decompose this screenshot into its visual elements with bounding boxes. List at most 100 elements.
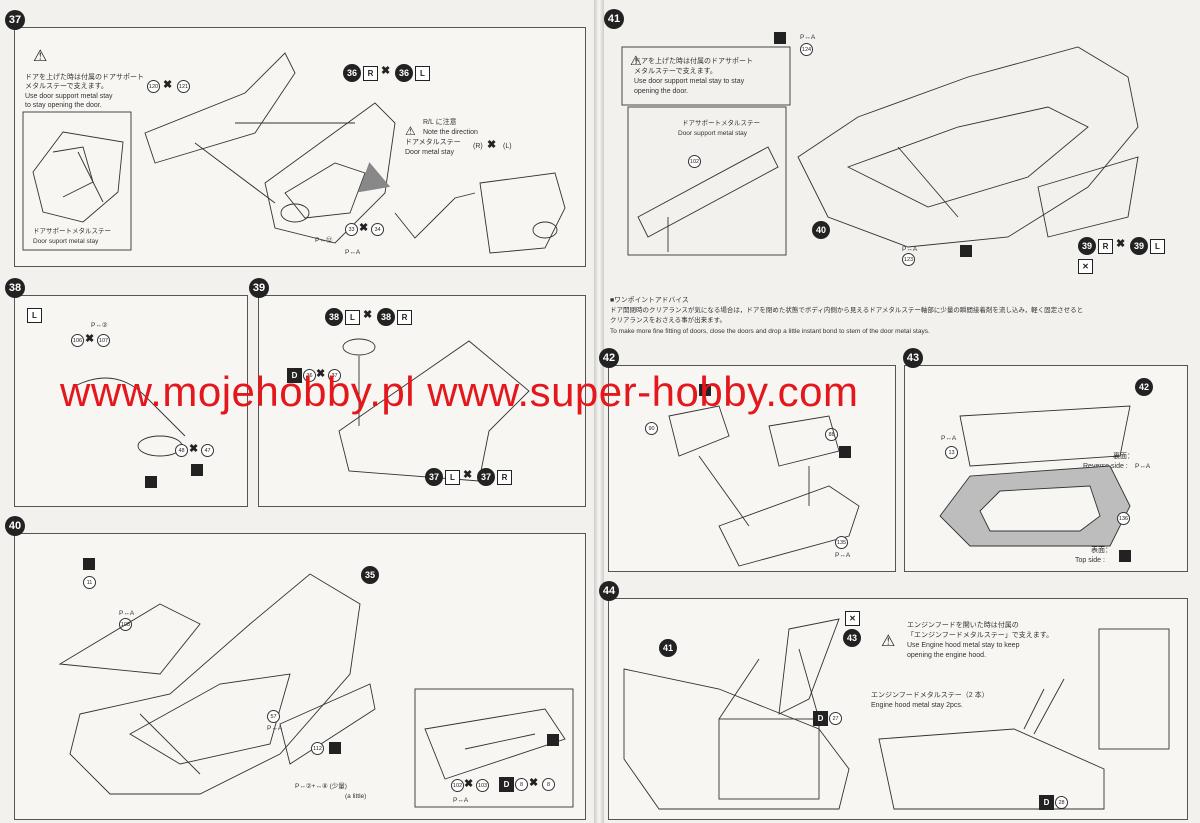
step-37-rl-note-jp: R/L に注意 bbox=[423, 119, 457, 126]
step-43-top-en: Top side : bbox=[1075, 557, 1105, 564]
part-d28: 28 bbox=[1055, 796, 1068, 809]
paint-pa2-40: P↔A bbox=[267, 725, 283, 732]
step-44-no-glue-icon: ✕ bbox=[845, 611, 860, 626]
step-40-glue-icon-3 bbox=[547, 734, 559, 746]
step-39-drawing bbox=[338, 338, 530, 482]
warning-icon-41: ⚠ bbox=[630, 53, 642, 68]
warning-icon-2: ⚠ bbox=[405, 124, 416, 138]
step-37-door-drawing bbox=[144, 52, 396, 244]
step-38-x-icon-2: ✖ bbox=[189, 443, 199, 455]
step-44-stay-jp: エンジンフードメタルステー（2 本） bbox=[871, 692, 989, 699]
step-44-stay-en: Engine hood metal stay 2pcs. bbox=[871, 702, 963, 709]
step-44-panel: 44 ✕ 43 41 ⚠ エンジンフードを開いた時は付属の 「エンジンフードメタ… bbox=[599, 581, 1188, 820]
step-41-panel: 41 ⚠ ドアを上げた時は付属のドアサポート メタルステーで支えます。 Use … bbox=[604, 9, 1186, 274]
paint-pa: P↔A bbox=[345, 249, 361, 256]
part-36-right: 36 bbox=[343, 64, 361, 82]
part-34: 34 bbox=[371, 223, 384, 236]
label-r-39: R bbox=[397, 310, 412, 325]
step-42-panel: 42 90 88 135 P↔A bbox=[599, 348, 896, 572]
part-38-left: 38 bbox=[325, 308, 343, 326]
label-d-39: D bbox=[287, 368, 302, 383]
step-41-warning-frame bbox=[621, 46, 791, 106]
step-41-inset bbox=[627, 106, 787, 256]
step-41-warning-jp: ドアを上げた時は付属のドアサポート bbox=[634, 58, 753, 65]
part-103: 103 bbox=[476, 779, 489, 792]
step-39-panel: 39 38 L ✖ 38 R D 36 ✖ 37 37 L ✖ 37 R bbox=[249, 278, 586, 507]
paint-p2: P↔② bbox=[91, 322, 108, 329]
step-37-stay-drawing bbox=[394, 172, 566, 254]
step-40-number: 40 bbox=[5, 516, 25, 536]
part-d27: 27 bbox=[829, 712, 842, 725]
step-37-inset-jp: ドアサポートメタルステー bbox=[33, 228, 111, 235]
part-102-41: 102 bbox=[688, 155, 701, 168]
label-l-41: L bbox=[1150, 239, 1165, 254]
part-33: 33 bbox=[345, 223, 358, 236]
step-41-warning-en: Use door support metal stay to stay bbox=[634, 78, 745, 85]
step-40-glue-icon-2 bbox=[329, 742, 341, 754]
part-x8: 8 bbox=[542, 778, 555, 791]
label-l-39: L bbox=[345, 310, 360, 325]
step-44-rear-drawing bbox=[878, 628, 1170, 810]
step-37-number: 37 bbox=[5, 10, 25, 30]
step-40-panel: 40 11 P↔A 108 35 57 P↔A 112 P↔②+↔⑧ (少量) … bbox=[5, 516, 586, 820]
label-d-44b: D bbox=[1039, 795, 1054, 810]
step-40-glue-icon bbox=[83, 558, 95, 570]
step-44-warning-jp: エンジンフードを開いた時は付属の bbox=[907, 622, 1019, 629]
part-11: 11 bbox=[83, 576, 96, 589]
step-43-number: 43 bbox=[903, 348, 923, 368]
step-41-tip-en: To make more fine fitting of doors, clos… bbox=[610, 328, 930, 335]
part-36-left: 36 bbox=[395, 64, 413, 82]
part-102: 102 bbox=[451, 779, 464, 792]
step-41-tip-jp1: ドア開閉時のクリアランスが気になる場合は，ドアを閉めた状態でボディ内側から見える… bbox=[610, 307, 1084, 314]
step-43-drawing bbox=[939, 405, 1131, 547]
step-38-glue-icon-2 bbox=[145, 476, 157, 488]
label-l-39b: L bbox=[445, 470, 460, 485]
paint-pa3-40: P↔A bbox=[453, 797, 469, 804]
paint-pa-42: P↔A bbox=[835, 552, 851, 559]
step-39-x-icon-2: ✖ bbox=[316, 368, 326, 380]
part-120: 120 bbox=[147, 80, 160, 93]
step-38-x-icon: ✖ bbox=[85, 333, 95, 345]
step-37-stay-r: (R) bbox=[473, 143, 483, 150]
part-39-right: 39 bbox=[1078, 237, 1096, 255]
part-47: 47 bbox=[201, 444, 214, 457]
step-38-number: 38 bbox=[5, 278, 25, 298]
part-123: 123 bbox=[902, 253, 915, 266]
warning-icon: ⚠ bbox=[33, 48, 48, 65]
step-41-x-icon: ✖ bbox=[1116, 238, 1126, 250]
part-35: 35 bbox=[361, 566, 379, 584]
part-112: 112 bbox=[311, 742, 324, 755]
label-r-39b: R bbox=[497, 470, 512, 485]
label-d-44a: D bbox=[813, 711, 828, 726]
part-106: 106 bbox=[71, 334, 84, 347]
step-41-tip-title: ■ワンポイントアドバイス bbox=[610, 297, 689, 304]
step-40-inset bbox=[414, 688, 574, 808]
step-37-panel: 37 ⚠ ドアを上げた時は付属のドアサポート メタルステーで支えます。 Use … bbox=[5, 10, 586, 267]
step-37-stay-en: Door metal stay bbox=[405, 149, 455, 156]
step-41-body-drawing bbox=[797, 46, 1139, 248]
part-48: 48 bbox=[175, 444, 188, 457]
part-d8: 8 bbox=[515, 778, 528, 791]
step-43-panel: 43 42 P↔A 13 裏面： Reverse side : P↔A 136 … bbox=[903, 348, 1188, 572]
step-42-glue-icon-2 bbox=[839, 446, 851, 458]
step-44-number: 44 bbox=[599, 581, 619, 601]
step-40-body-drawing bbox=[58, 573, 376, 795]
step-41-warning-jp2: メタルステーで支えます。 bbox=[634, 68, 717, 75]
step-44-warning-en2: opening the engine hood. bbox=[907, 652, 987, 659]
step-37-x-icon: ✖ bbox=[163, 79, 173, 91]
step-37-inset-en: Door suport metal stay bbox=[33, 238, 99, 245]
label-r-41: R bbox=[1098, 239, 1113, 254]
part-41: 41 bbox=[659, 639, 677, 657]
step-37-warning-en: Use door support metal stay bbox=[25, 93, 113, 100]
paint-pa2-41: P↔A bbox=[902, 246, 918, 253]
step-40-little: (a little) bbox=[345, 793, 367, 800]
step-37-x-icon-2: ✖ bbox=[381, 65, 391, 77]
step-44-car-drawing bbox=[623, 618, 850, 810]
step-37-x-icon-4: ✖ bbox=[359, 222, 369, 234]
part-37-right: 37 bbox=[477, 468, 495, 486]
part-37-left: 37 bbox=[425, 468, 443, 486]
step-41-tip-jp2: クリアランスをおさえる事が出来ます。 bbox=[610, 317, 727, 324]
paint-pe12: P↔⑫ bbox=[315, 237, 333, 244]
step-43-top-jp: 表面： bbox=[1091, 547, 1112, 554]
label-d-40: D bbox=[499, 777, 514, 792]
